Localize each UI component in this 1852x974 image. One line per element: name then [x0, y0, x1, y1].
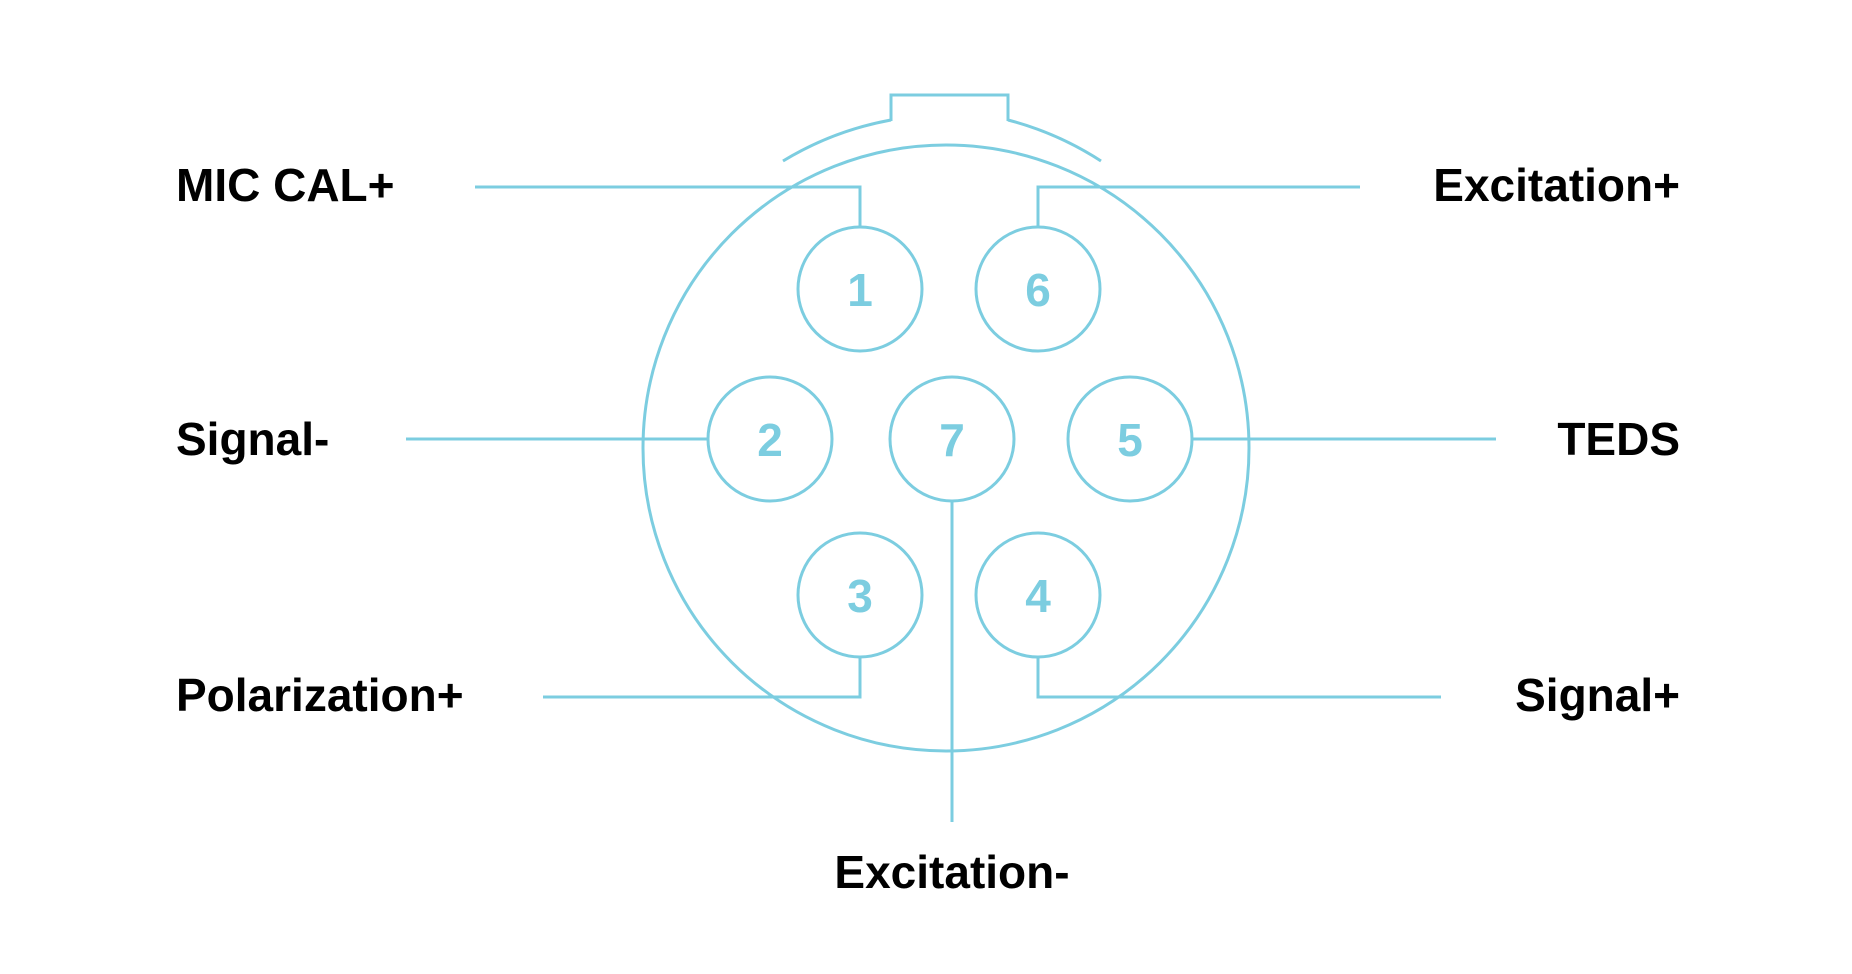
connector-key-notch — [889, 93, 1010, 121]
pin-circle-5 — [1066, 375, 1194, 503]
pin-number-5: 5 — [1117, 414, 1143, 466]
pin-circles — [706, 225, 1194, 659]
pin-circle-6 — [974, 225, 1102, 353]
pin-number-2: 2 — [757, 414, 783, 466]
pin-circle-4 — [974, 531, 1102, 659]
signal-label-pin-5: TEDS — [1557, 413, 1680, 465]
signal-label-pin-2: Signal- — [176, 413, 329, 465]
connector-body — [641, 93, 1251, 753]
pin-number-3: 3 — [847, 570, 873, 622]
signal-labels: MIC CAL+ Signal- Polarization+ Signal+ T… — [176, 159, 1680, 898]
signal-label-pin-1: MIC CAL+ — [176, 159, 395, 211]
pin-circle-2 — [706, 375, 834, 503]
pin-number-6: 6 — [1025, 264, 1051, 316]
pin-number-7: 7 — [939, 414, 965, 466]
pin-circle-3 — [796, 531, 924, 659]
signal-label-pin-6: Excitation+ — [1433, 159, 1680, 211]
connector-key-arc-left — [782, 118, 892, 163]
pin-circle-1 — [796, 225, 924, 353]
pin-number-1: 1 — [847, 264, 873, 316]
leader-line-pin-6 — [1036, 185, 1360, 226]
leader-line-pin-4 — [1036, 657, 1441, 699]
pin-circle-7 — [888, 375, 1016, 503]
connector-key-arc-right — [1007, 118, 1102, 163]
leader-line-pin-1 — [475, 185, 862, 226]
signal-label-pin-3: Polarization+ — [176, 669, 464, 721]
pin-numbers: 1 2 3 4 5 6 7 — [757, 264, 1143, 622]
signal-label-pin-4: Signal+ — [1515, 669, 1680, 721]
pin-number-4: 4 — [1025, 570, 1051, 622]
signal-label-pin-7: Excitation- — [834, 846, 1069, 898]
leader-line-pin-3 — [543, 657, 862, 699]
connector-outer-circle — [641, 143, 1251, 753]
leader-lines — [406, 185, 1496, 822]
